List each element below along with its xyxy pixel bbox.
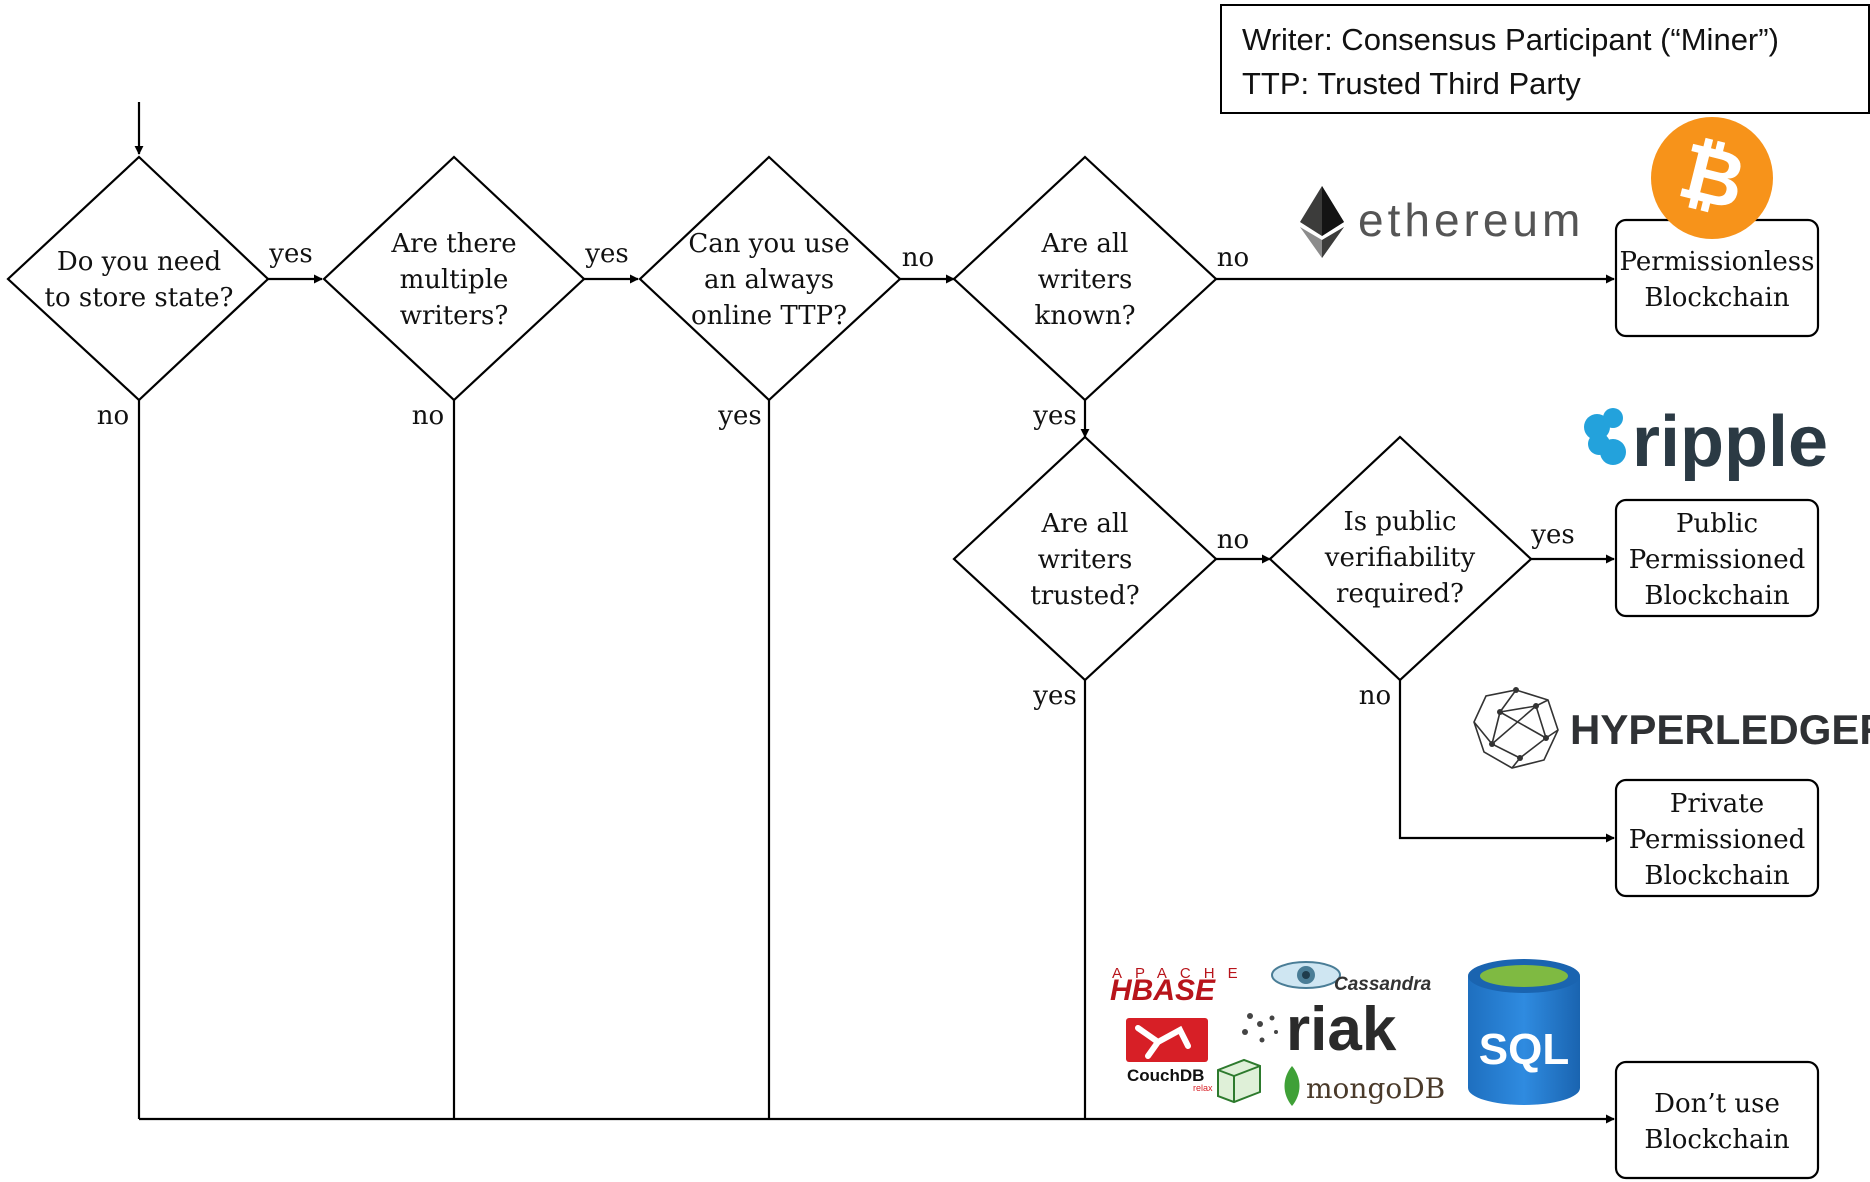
dont-use-line-2: Blockchain [1644,1125,1790,1155]
legend-ttp-definition: TTP: Trusted Third Party [1242,66,1581,101]
writers-trusted-line-3: trusted? [1030,581,1139,611]
legend-box: Writer: Consensus Participant (“Miner”) … [1220,4,1870,114]
private-permissioned-line-3: Blockchain [1644,861,1790,891]
writers-known-line-1: Are all [1041,229,1129,259]
writers-trusted-line-1: Are all [1041,509,1129,539]
riak-logo: riak [1242,995,1397,1064]
decision-online-ttp [638,155,902,402]
legend-writer-definition: Writer: Consensus Participant (“Miner”) [1242,22,1779,57]
hyperledger-wordmark: HYPERLEDGER [1570,706,1870,753]
public-permissioned-line-2: Permissioned [1629,545,1806,575]
couchdb-tagline: relax [1193,1083,1213,1093]
public-verifiability-line-1: Is public [1343,507,1456,537]
online-ttp-line-1: Can you use [688,229,849,259]
label-multiple-no: no [412,401,444,431]
bitcoin-logo: ₿ [1651,117,1773,239]
online-ttp-line-2: an always [704,265,834,295]
dont-use-line-1: Don’t use [1654,1089,1780,1119]
ethereum-logo: ethereum [1300,186,1584,258]
public-verifiability-line-3: required? [1336,579,1464,609]
hbase-logo: APACHE HBASE [1110,965,1251,1007]
arrow-verif-no [1398,680,1615,843]
permissionless-line-1: Permissionless [1620,247,1815,277]
label-ttp-yes: yes [717,401,761,431]
sql-logo: SQL [1468,959,1580,1105]
couchdb-logo: CouchDB relax [1126,1018,1213,1093]
label-known-yes: yes [1032,401,1076,431]
label-verif-no: no [1359,681,1391,711]
ripple-logo: ripple [1584,402,1828,482]
private-permissioned-line-2: Permissioned [1629,825,1806,855]
multiple-writers-line-1: Are there [390,229,516,259]
sql-wordmark: SQL [1479,1025,1569,1074]
couchdb-figure-icon [1135,1025,1191,1059]
label-store-yes: yes [268,239,312,269]
public-permissioned-line-3: Blockchain [1644,581,1790,611]
ethereum-wordmark: ethereum [1358,194,1584,246]
hyperledger-nodes-icon [1489,687,1549,761]
decision-writers-trusted [952,435,1218,682]
sql-cylinder-icon [1468,976,1580,1105]
writers-trusted-line-2: writers [1038,545,1133,575]
cassandra-logo: Cassandra [1271,961,1432,995]
ripple-wordmark: ripple [1632,402,1828,482]
label-trusted-yes: yes [1032,681,1076,711]
riak-wordmark: riak [1286,995,1397,1064]
cassandra-eye-icon [1271,961,1341,989]
hbase-apache-text: APACHE [1112,965,1251,982]
bitcoin-circle [1651,117,1773,239]
multiple-writers-line-2: multiple [400,265,509,295]
multiple-writers-line-3: writers? [400,301,509,331]
store-state-line-2: to store state? [45,283,234,313]
online-ttp-line-3: online TTP? [691,301,847,331]
public-verifiability-line-2: verifiability [1324,543,1476,573]
cassandra-wordmark: Cassandra [1334,974,1432,995]
ripple-mark-icon [1584,408,1626,465]
ethereum-diamond-icon [1300,186,1344,258]
decision-writers-known [952,155,1218,402]
hyperledger-polyhedron-icon [1473,689,1559,769]
couchdb-wordmark: CouchDB [1127,1066,1204,1085]
decision-multiple-writers [322,155,586,402]
cube-icon [1217,1058,1261,1104]
writers-known-line-3: known? [1034,301,1135,331]
store-state-line-1: Do you need [57,247,221,277]
mongodb-wordmark: mongoDB [1306,1072,1445,1105]
outcome-dont-use [1614,1060,1820,1180]
public-permissioned-line-1: Public [1676,509,1758,539]
decision-public-verifiability [1268,435,1533,682]
label-verif-yes: yes [1530,520,1574,550]
label-ttp-no: no [902,243,934,273]
writers-known-line-2: writers [1038,265,1133,295]
mongodb-logo: mongoDB [1284,1066,1445,1106]
private-permissioned-line-1: Private [1670,789,1764,819]
outcome-public-permissioned [1614,498,1820,618]
mongodb-leaf-icon [1284,1066,1300,1106]
label-known-no: no [1217,243,1249,273]
connectors [134,102,1615,1124]
decision-store-state [6,155,270,402]
label-multiple-yes: yes [584,239,628,269]
label-trusted-no: no [1217,525,1249,555]
permissionless-line-2: Blockchain [1644,283,1790,313]
hyperledger-logo: HYPERLEDGER [1473,687,1870,769]
label-store-no: no [97,401,129,431]
outcome-private-permissioned [1614,778,1820,898]
hbase-wordmark: HBASE [1110,974,1216,1007]
riak-spark-icon [1242,1013,1278,1043]
